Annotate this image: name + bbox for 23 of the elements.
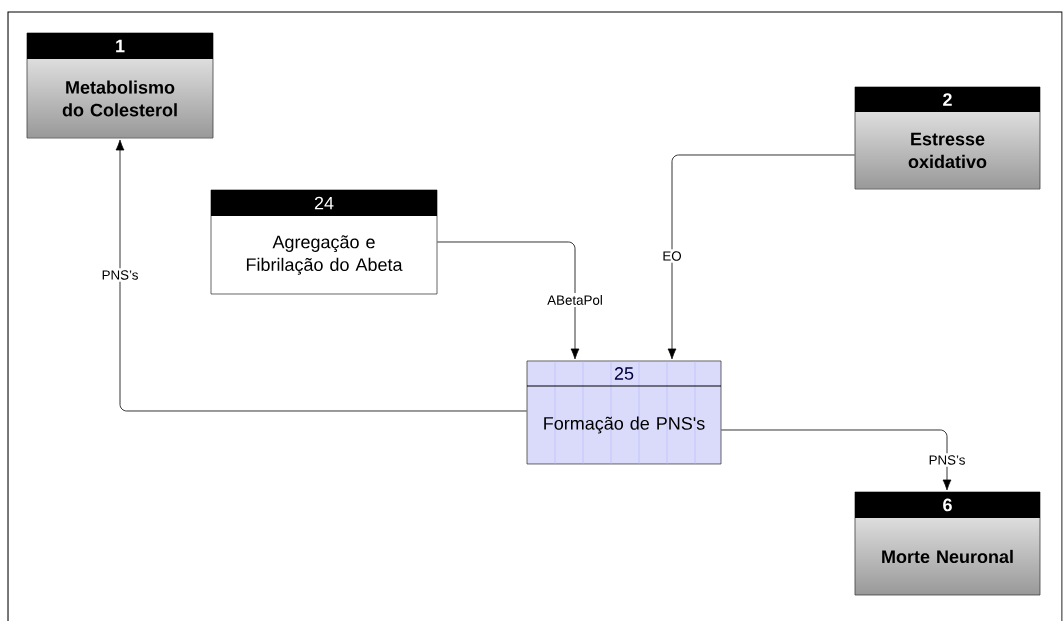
box-title: Estresse oxidativo (908, 132, 987, 169)
process-box (26, 32, 214, 139)
box-number: 25 (614, 367, 634, 380)
arrow (721, 429, 952, 491)
arrow (667, 154, 855, 360)
edge-label: ABetaPol (545, 293, 605, 307)
box-title: Metabolismo do Colesterol (62, 80, 177, 117)
edge-label: PNS’s (926, 453, 968, 467)
process-box (854, 491, 1041, 596)
box-title: Morte Neuronal (882, 549, 1013, 564)
arrow (437, 241, 580, 360)
process-box (526, 360, 722, 465)
box-number: 2 (943, 93, 952, 106)
edge-label: EO (660, 249, 684, 263)
box-number: 24 (314, 196, 334, 210)
box-title: Agregação e Fibrilação do Abeta (246, 235, 403, 275)
box-title: Formação de PNS's (544, 416, 705, 434)
process-box (854, 86, 1041, 190)
process-box (210, 189, 438, 295)
box-number: 6 (943, 498, 952, 512)
arrow (115, 139, 527, 412)
box-number: 1 (116, 39, 125, 53)
edge-label: PNS’s (99, 268, 141, 282)
